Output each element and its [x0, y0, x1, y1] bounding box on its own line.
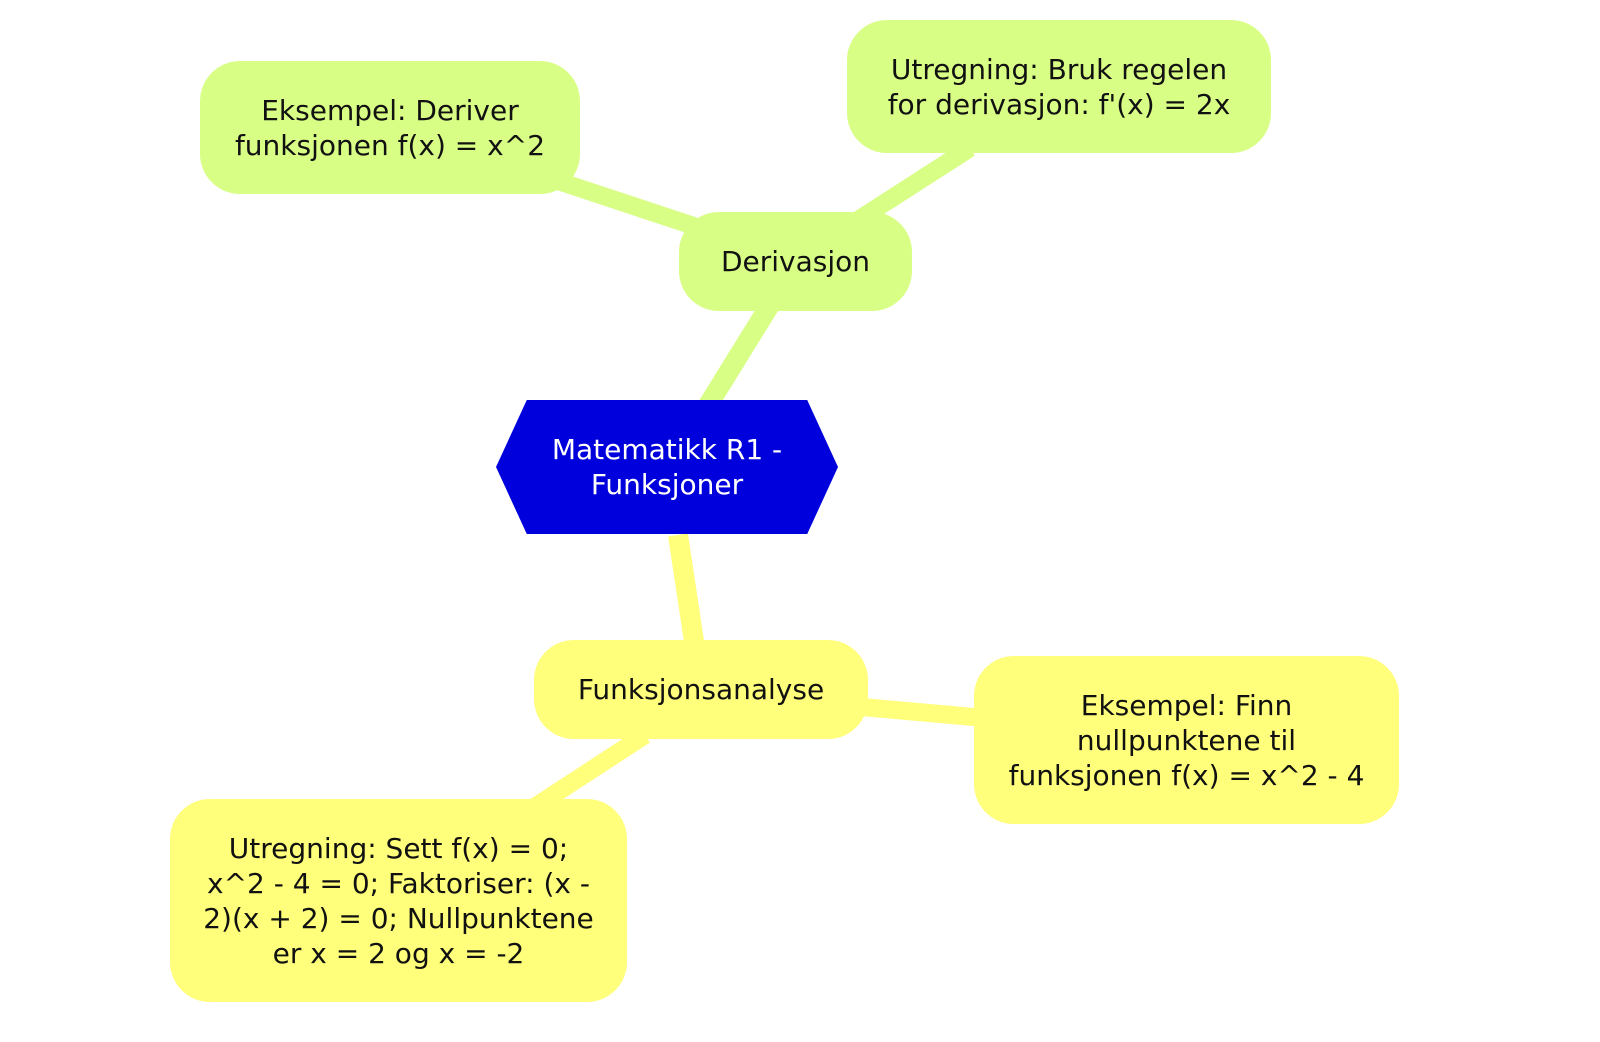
root-line-1: Matematikk R1 - [551, 433, 783, 466]
edge-derivasjon-utregning [850, 140, 975, 230]
edge-funksjonsanalyse-eksempel [861, 698, 986, 727]
node-derivasjon-label: Derivasjon [720, 245, 871, 278]
derivasjon-utregning-line-2: for derivasjon: f'(x) = 2x [887, 87, 1231, 121]
funksjonsanalyse-eksempel-line-1: Eksempel: Finn [1080, 688, 1293, 722]
node-funksjonsanalyse-label: Funksjonsanalyse [577, 673, 825, 706]
edge-root-funksjonsanalyse [668, 533, 705, 650]
derivasjon-utregning-line-1: Utregning: Bruk regelen [890, 52, 1228, 86]
funksjonsanalyse-eksempel-line-3: funksjonen f(x) = x^2 - 4 [1008, 758, 1365, 792]
funksjonsanalyse-eksempel-line-2: nullpunktene til [1076, 723, 1297, 757]
node-funksjonsanalyse-eksempel[interactable]: Eksempel: Finn nullpunktene til funksjon… [974, 656, 1399, 824]
root-line-2: Funksjoner [590, 468, 744, 501]
edge-root-derivasjon [696, 299, 779, 416]
funksjonsanalyse-utregning-line-2: x^2 - 4 = 0; Faktoriser: (x - [207, 866, 590, 900]
node-derivasjon[interactable]: Derivasjon [679, 212, 912, 311]
funksjonsanalyse-utregning-line-1: Utregning: Sett f(x) = 0; [228, 831, 569, 865]
node-derivasjon-utregning[interactable]: Utregning: Bruk regelen for derivasjon: … [847, 20, 1271, 153]
node-funksjonsanalyse[interactable]: Funksjonsanalyse [534, 640, 868, 739]
derivasjon-eksempel-line-1: Eksempel: Deriver [261, 93, 519, 127]
edge-funksjonsanalyse-utregning [525, 727, 650, 818]
node-derivasjon-eksempel[interactable]: Eksempel: Deriver funksjonen f(x) = x^2 [200, 61, 580, 194]
funksjonsanalyse-utregning-line-3: 2)(x + 2) = 0; Nullpunktene [203, 901, 594, 935]
edge-derivasjon-eksempel [552, 171, 703, 237]
root-node[interactable]: Matematikk R1 - Funksjoner [496, 400, 838, 534]
derivasjon-eksempel-line-2: funksjonen f(x) = x^2 [234, 128, 546, 162]
node-funksjonsanalyse-utregning[interactable]: Utregning: Sett f(x) = 0; x^2 - 4 = 0; F… [170, 799, 627, 1002]
funksjonsanalyse-utregning-line-4: er x = 2 og x = -2 [272, 936, 525, 970]
